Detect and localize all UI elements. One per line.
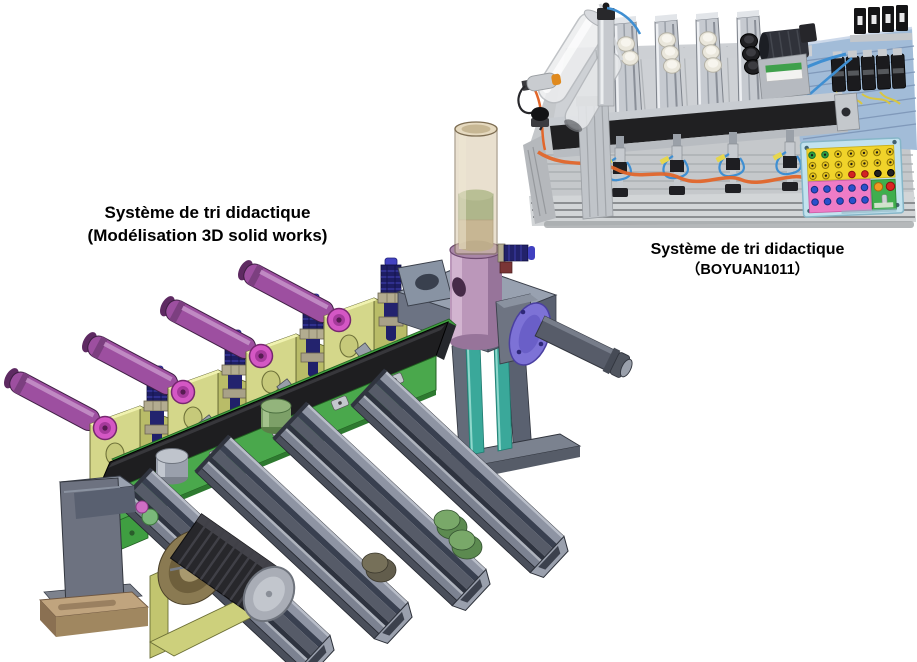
workpiece-green-on-belt: [260, 398, 292, 434]
gear-pink: [135, 500, 149, 514]
photo-illustration: [517, 2, 917, 228]
workpieces-green-in-chute3: [433, 509, 483, 560]
workpiece-gray-on-belt: [155, 448, 189, 485]
pusher-assembly: [495, 293, 633, 378]
workpiece-white: [621, 50, 639, 66]
air-tube: [606, 6, 642, 35]
jack-zone-pink: [807, 178, 872, 214]
toggle-switch: [881, 194, 888, 204]
feed-cylinder: [597, 2, 642, 107]
belt-end: [436, 322, 456, 360]
blue-jacks: [810, 183, 869, 206]
workpiece-white: [699, 31, 717, 47]
conveyor-motor-photo: [757, 23, 817, 101]
cad-model-illustration: [0, 121, 633, 662]
workpiece-dark-in-chute2: [361, 552, 397, 583]
workpiece-white: [704, 57, 722, 73]
photo-caption-line2: （BOYUAN1011）: [685, 262, 810, 278]
drive-motor: [135, 500, 296, 659]
photo-caption-line1: Système de tri didactique: [650, 241, 845, 258]
black-knob: [531, 107, 549, 127]
feed-tube-holder: [449, 240, 503, 350]
control-panel: [799, 137, 905, 218]
workpiece-black: [742, 46, 760, 62]
conveyor-photo: [548, 92, 860, 158]
cad-caption-line2: (Modélisation 3D solid works): [87, 226, 328, 245]
motor-label: [765, 62, 803, 82]
relay-row: [830, 48, 906, 105]
cad-caption: Système de tri didactique (Modélisation …: [30, 201, 385, 247]
shadow: [544, 221, 914, 228]
tower-sensor: [497, 243, 535, 274]
stop-button: [885, 181, 896, 192]
photo-caption: Système de tri didactique （BOYUAN1011）: [595, 239, 900, 281]
cad-caption-line1: Système de tri didactique: [104, 203, 311, 222]
support-stand: [39, 475, 150, 637]
workpiece-white: [702, 44, 720, 60]
gear-green: [141, 508, 159, 526]
workpiece-white: [661, 45, 679, 61]
workpiece-white: [617, 36, 635, 52]
workpiece-black: [740, 33, 758, 49]
start-button: [873, 182, 884, 192]
banana-jacks: [808, 148, 895, 181]
workpiece-white: [658, 32, 676, 48]
breaker-row: [849, 5, 913, 43]
pusher-cylinder: [534, 315, 633, 378]
feed-tube: [454, 121, 498, 255]
workpiece-white: [663, 58, 681, 74]
